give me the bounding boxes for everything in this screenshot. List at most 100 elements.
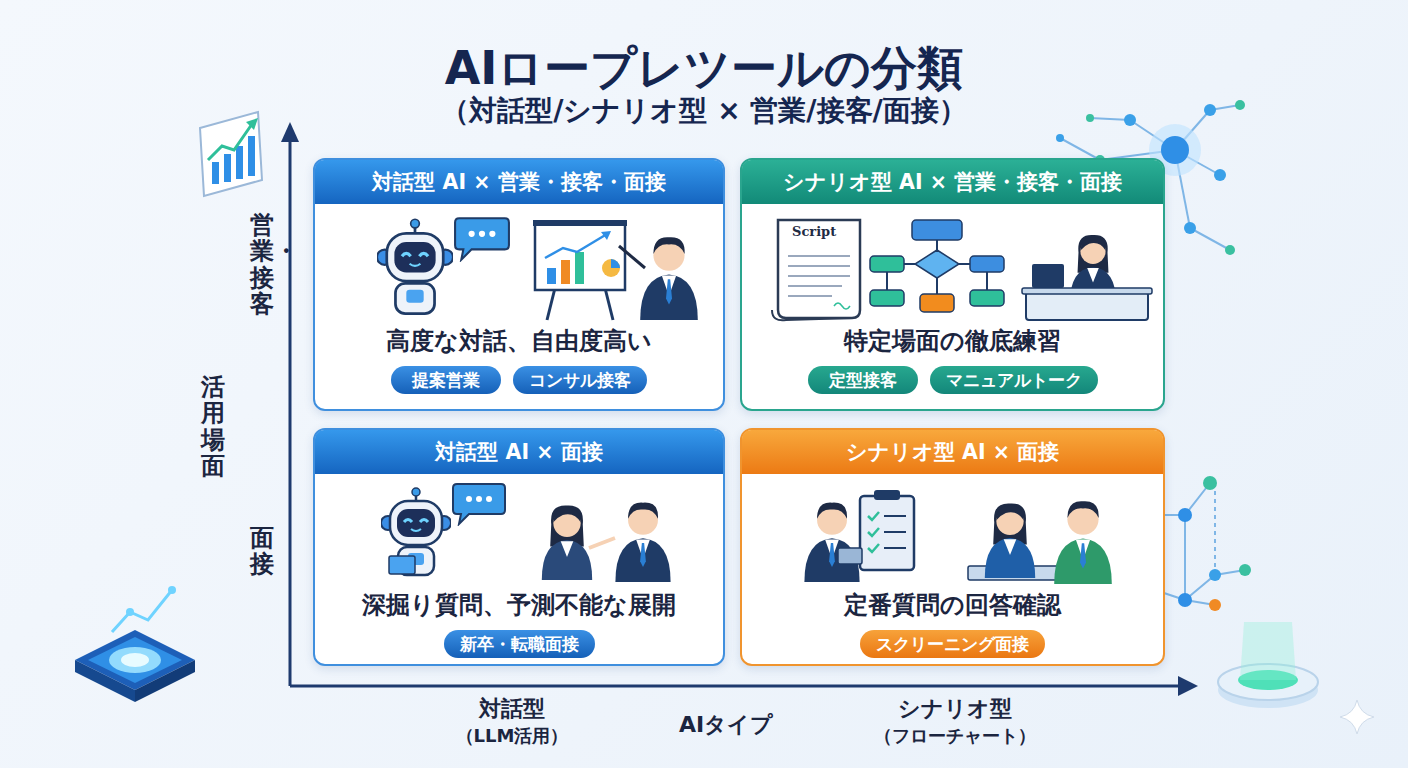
- svg-use: [985, 503, 1035, 578]
- svg-use: [615, 503, 670, 582]
- sparkle: [1340, 700, 1374, 734]
- svg-polygon: [915, 250, 959, 278]
- svg-line: [1190, 228, 1230, 250]
- tag-text: 新卒・転職面接: [460, 633, 579, 656]
- svg-circle: [1209, 599, 1221, 611]
- svg-circle: [1214, 169, 1226, 181]
- svg-line: [959, 263, 970, 265]
- svg-line: [788, 285, 842, 287]
- tag-row: 新卒・転職面接: [444, 630, 595, 658]
- axis-label-vertical: 営業・接客: [250, 212, 274, 318]
- flowchart: [870, 220, 1004, 312]
- svg-rect: [870, 256, 904, 272]
- axis-label: シナリオ型: [898, 694, 1012, 724]
- svg-line: [788, 295, 832, 297]
- svg-path: [611, 259, 620, 268]
- svg-circle: [1239, 564, 1251, 576]
- svg-ellipse: [109, 647, 161, 673]
- svg-rect: [575, 252, 584, 284]
- axis-label-vertical: 活用場面: [201, 374, 225, 480]
- svg-circle: [1178, 508, 1192, 522]
- svg-polyline: [1185, 570, 1245, 600]
- svg-line: [886, 272, 888, 290]
- svg-rect: [212, 162, 219, 184]
- svg-circle: [1056, 134, 1064, 142]
- axes: [281, 122, 1198, 696]
- tag-pill: コンサル接客: [513, 366, 647, 394]
- svg-polygon: [246, 118, 258, 130]
- svg-use: [381, 488, 451, 575]
- tag-pill: マニュアルトーク: [930, 366, 1098, 394]
- tag-row: 提案営業 コンサル接客: [391, 366, 647, 394]
- svg-rect: [224, 154, 231, 182]
- quadrant-header: シナリオ型 AI × 営業・接客・面接: [742, 160, 1163, 204]
- svg-rect: [547, 268, 556, 284]
- svg-circle: [602, 259, 620, 277]
- svg-line: [904, 263, 915, 265]
- svg-path: [868, 512, 879, 520]
- quadrant-box: 対話型 AI × 面接深掘り質問、予測不能な展開新卒・転職面接: [313, 428, 725, 666]
- svg-line: [1060, 138, 1100, 160]
- tag-pill: 定型接客: [808, 366, 918, 394]
- svg-rect: [535, 224, 625, 290]
- axis-label-vertical: 面接: [250, 525, 274, 578]
- svg-polygon: [281, 122, 299, 142]
- chart-icon: [200, 112, 262, 196]
- svg-rect: [874, 490, 900, 500]
- laptop: [389, 556, 415, 574]
- svg-circle: [1235, 100, 1245, 110]
- svg-line: [986, 272, 988, 290]
- svg-path: [778, 220, 860, 318]
- axis-label: （対話型/シナリオ型 × 営業/接客/面接）: [441, 92, 967, 130]
- svg-use: [640, 237, 698, 320]
- quadrant-header: シナリオ型 AI × 面接: [742, 430, 1163, 474]
- svg-rect: [970, 256, 1004, 272]
- svg-line: [1214, 483, 1216, 580]
- svg-polyline: [208, 124, 252, 160]
- svg-line: [884, 515, 906, 517]
- tag-text: マニュアルトーク: [946, 369, 1082, 392]
- header-text: シナリオ型 AI × 営業・接客・面接: [783, 168, 1122, 196]
- tag-text: スクリーニング面接: [876, 633, 1029, 656]
- svg-line: [605, 288, 613, 320]
- svg-use: [377, 219, 453, 313]
- svg-line: [788, 275, 850, 277]
- svg-circle: [1203, 476, 1217, 490]
- axis-label: AIタイプ: [679, 710, 773, 740]
- svg-circle: [1178, 593, 1192, 607]
- quadrant-description: 定番質問の回答確認: [844, 588, 1061, 622]
- svg-line: [884, 547, 906, 549]
- svg-use: [804, 503, 859, 582]
- svg-line: [290, 685, 1180, 688]
- tag-pill: 新卒・転職面接: [444, 630, 595, 658]
- quadrant-description: 深掘り質問、予測不能な展開: [362, 588, 676, 622]
- svg-circle: [1086, 114, 1094, 122]
- reception-desk: [1022, 264, 1152, 320]
- header-text: 対話型 AI × 面接: [435, 438, 602, 466]
- tag-pill: 提案営業: [391, 366, 501, 394]
- svg-path: [200, 112, 262, 196]
- svg-rect: [870, 290, 904, 306]
- svg-circle: [1225, 245, 1235, 255]
- svg-line: [1090, 118, 1130, 120]
- svg-line: [619, 246, 645, 268]
- svg-rect: [920, 294, 954, 312]
- svg-use: [1054, 501, 1112, 584]
- svg-circle: [126, 608, 134, 616]
- svg-line: [547, 288, 555, 320]
- tag-row: スクリーニング面接: [860, 630, 1045, 658]
- quadrant-box: シナリオ型 AI × 営業・接客・面接特定場面の徹底練習定型接客マニュアルトーク: [740, 158, 1165, 411]
- svg-rect: [236, 146, 243, 179]
- header-text: 対話型 AI × 営業・接客・面接: [372, 168, 665, 196]
- svg-rect: [1032, 264, 1064, 288]
- svg-line: [936, 278, 938, 294]
- svg-rect: [389, 556, 415, 574]
- clipboard: [838, 490, 914, 570]
- tag-text: 提案営業: [412, 369, 480, 392]
- svg-rect: [912, 220, 962, 240]
- svg-line: [936, 240, 938, 250]
- svg-line: [788, 255, 850, 257]
- tag-row: 定型接客 マニュアルトーク: [808, 366, 1098, 394]
- diagram-title: AIロープレツールの分類: [445, 38, 964, 100]
